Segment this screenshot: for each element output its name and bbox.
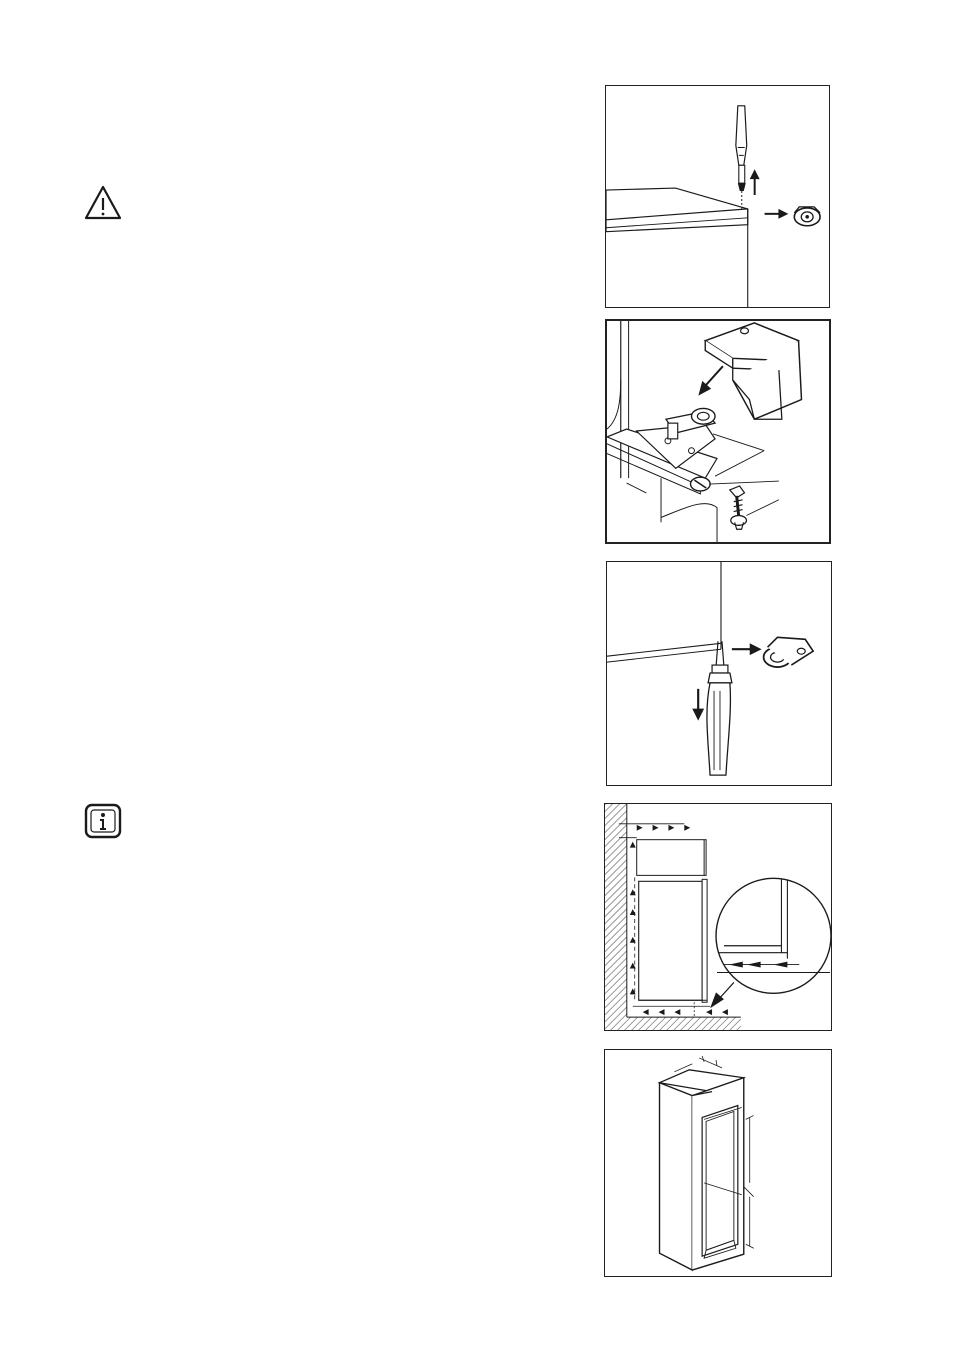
figure-remove-upper-hinge-cover: [605, 85, 830, 308]
figure-ventilation-airflow: [604, 803, 832, 1031]
figure-hinge-bracket-detail: [605, 319, 831, 544]
warning-icon: [84, 184, 122, 222]
info-icon: [84, 803, 122, 839]
figure-remove-lower-hinge-cover: [606, 561, 832, 786]
figure-niche-dimensions: [604, 1049, 832, 1277]
